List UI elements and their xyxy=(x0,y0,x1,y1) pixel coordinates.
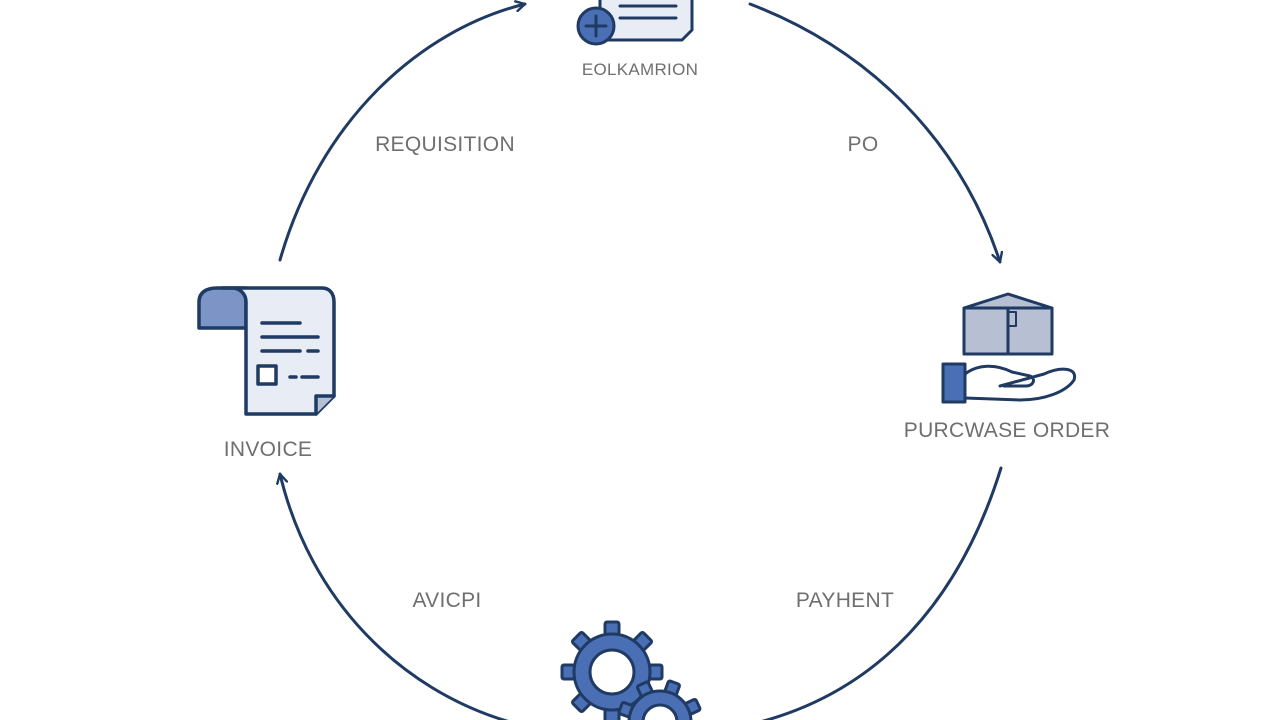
node-top-label: EOLKAMRION xyxy=(582,60,698,79)
gears-icon xyxy=(560,620,702,720)
arrow-bottom-to-left xyxy=(280,472,509,720)
edge-label-po: PO xyxy=(848,133,879,156)
node-left-label: INVOICE xyxy=(224,438,312,461)
arrow-left-to-top xyxy=(278,4,527,262)
document-plus-icon xyxy=(576,0,694,46)
arrow-top-to-right xyxy=(748,2,1000,264)
node-left: INVOICE xyxy=(197,286,336,461)
node-right-label: PURCWASE ORDER xyxy=(904,419,1110,442)
edge-label-payment: PAYHENT xyxy=(796,589,894,612)
node-bottom xyxy=(560,620,702,720)
arrow-right-to-bottom xyxy=(761,466,1003,720)
edge-label-requisition: REQUISITION xyxy=(375,133,515,156)
box-in-hand-icon xyxy=(941,292,1077,404)
node-right: PURCWASE ORDER xyxy=(904,292,1110,442)
edge-label-bottom-left: AVICPI xyxy=(412,589,481,612)
cycle-arrows xyxy=(280,4,1001,720)
invoice-document-icon xyxy=(197,286,336,416)
node-top: EOLKAMRION xyxy=(576,0,698,79)
